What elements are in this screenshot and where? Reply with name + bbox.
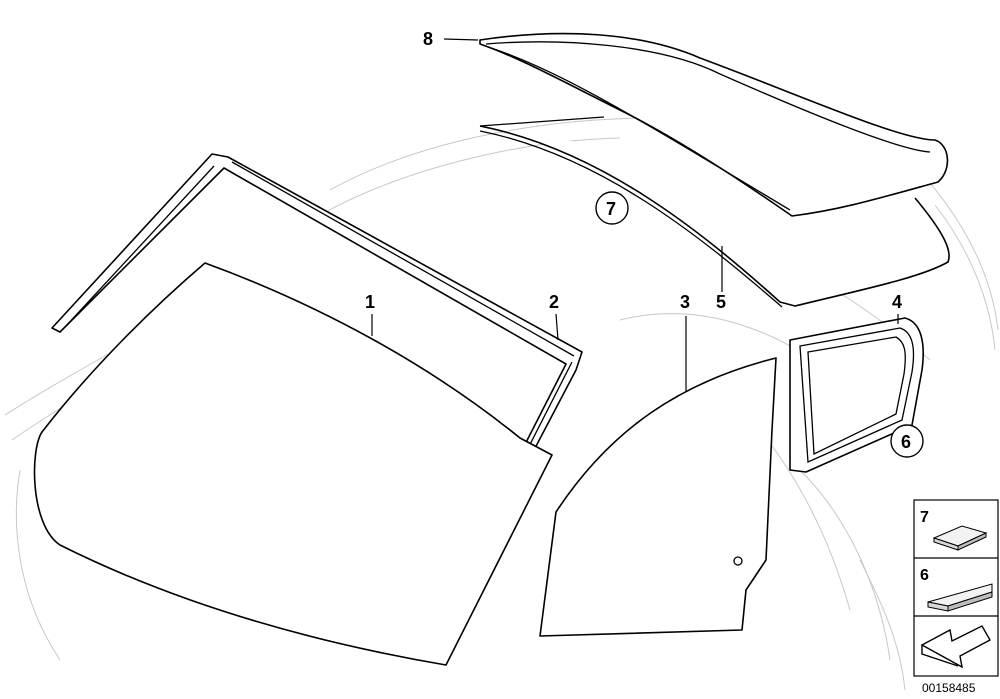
leader-8 xyxy=(443,38,479,41)
door-window-glass xyxy=(539,357,777,637)
roof-panel-upper xyxy=(479,32,949,217)
leader-2 xyxy=(555,313,559,341)
circled-ref-6: 6 xyxy=(890,424,924,458)
legend-item-7-number: 7 xyxy=(920,509,929,526)
callout-1: 1 xyxy=(365,292,375,312)
leader-lines xyxy=(371,38,899,392)
door-glass-hole xyxy=(733,556,743,566)
roof-panel-lower xyxy=(479,116,950,308)
diagram-id: 00158485 xyxy=(922,681,976,695)
legend-item-6-symbol xyxy=(927,583,993,612)
legend-panel: 7 6 xyxy=(913,499,999,677)
legend-item-6-number: 6 xyxy=(920,567,929,584)
callout-3: 3 xyxy=(680,292,690,312)
rear-side-window xyxy=(789,317,924,473)
callout-5: 5 xyxy=(716,292,726,312)
legend-item-7-symbol xyxy=(932,525,988,551)
callout-2: 2 xyxy=(549,292,559,312)
circled-ref-7: 7 xyxy=(595,191,629,225)
arrow-icon xyxy=(920,625,991,669)
circled-ref-6-label: 6 xyxy=(901,432,911,452)
callout-4: 4 xyxy=(892,292,902,312)
callout-8: 8 xyxy=(423,29,433,49)
windscreen-glass xyxy=(33,262,553,666)
circled-ref-7-label: 7 xyxy=(606,199,616,219)
